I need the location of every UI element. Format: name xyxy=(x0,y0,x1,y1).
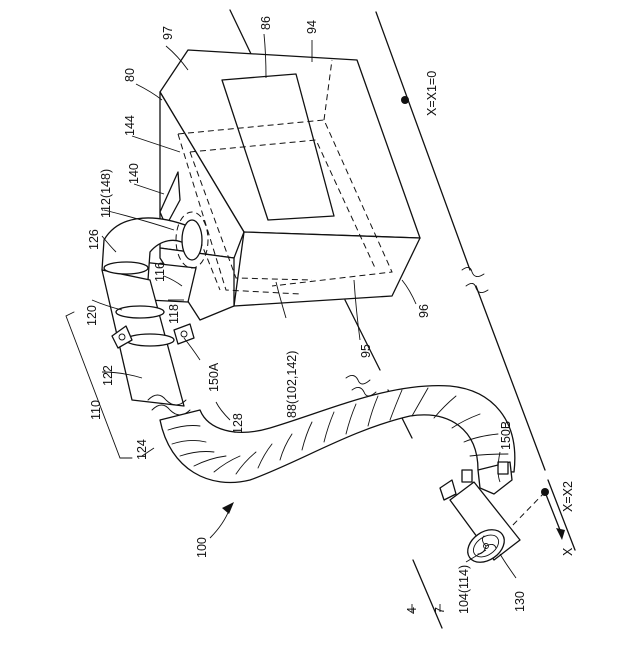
label-124: 124 xyxy=(135,439,149,460)
label-128: 128 xyxy=(231,413,245,434)
label-96: 96 xyxy=(417,304,431,318)
label-80: 80 xyxy=(123,68,137,82)
label-86: 86 xyxy=(259,16,273,30)
label-140: 140 xyxy=(127,163,141,184)
label-130: 130 xyxy=(513,591,527,612)
label-94: 94 xyxy=(305,20,319,34)
label-4: 4 xyxy=(405,607,419,614)
datum-point-x1 xyxy=(401,96,409,104)
label-7: 7 xyxy=(433,607,447,614)
label-112-148: 112(148) xyxy=(99,169,113,218)
label-97: 97 xyxy=(161,26,175,40)
label-116: 116 xyxy=(153,262,167,282)
label-100: 100 xyxy=(195,537,209,558)
arrow-100-icon xyxy=(222,502,234,514)
label-104-114: 104(114) xyxy=(457,565,471,614)
label-88: 88(102,142) xyxy=(285,351,299,418)
label-x-axis: X xyxy=(561,547,575,556)
label-144: 144 xyxy=(123,115,137,136)
label-118: 118 xyxy=(167,304,181,324)
label-150b: 150B xyxy=(499,421,513,450)
label-x1: X=X1=0 xyxy=(425,71,439,116)
label-110: 110 xyxy=(89,400,103,420)
label-95: 95 xyxy=(359,344,373,358)
label-150a: 150A xyxy=(207,362,221,392)
label-x2: X=X2 xyxy=(561,481,575,512)
label-126: 126 xyxy=(87,229,101,250)
x-axis-arrow-icon xyxy=(556,528,565,540)
box-unit xyxy=(142,50,420,320)
label-122: 122 xyxy=(101,365,115,386)
label-120: 120 xyxy=(85,305,99,326)
